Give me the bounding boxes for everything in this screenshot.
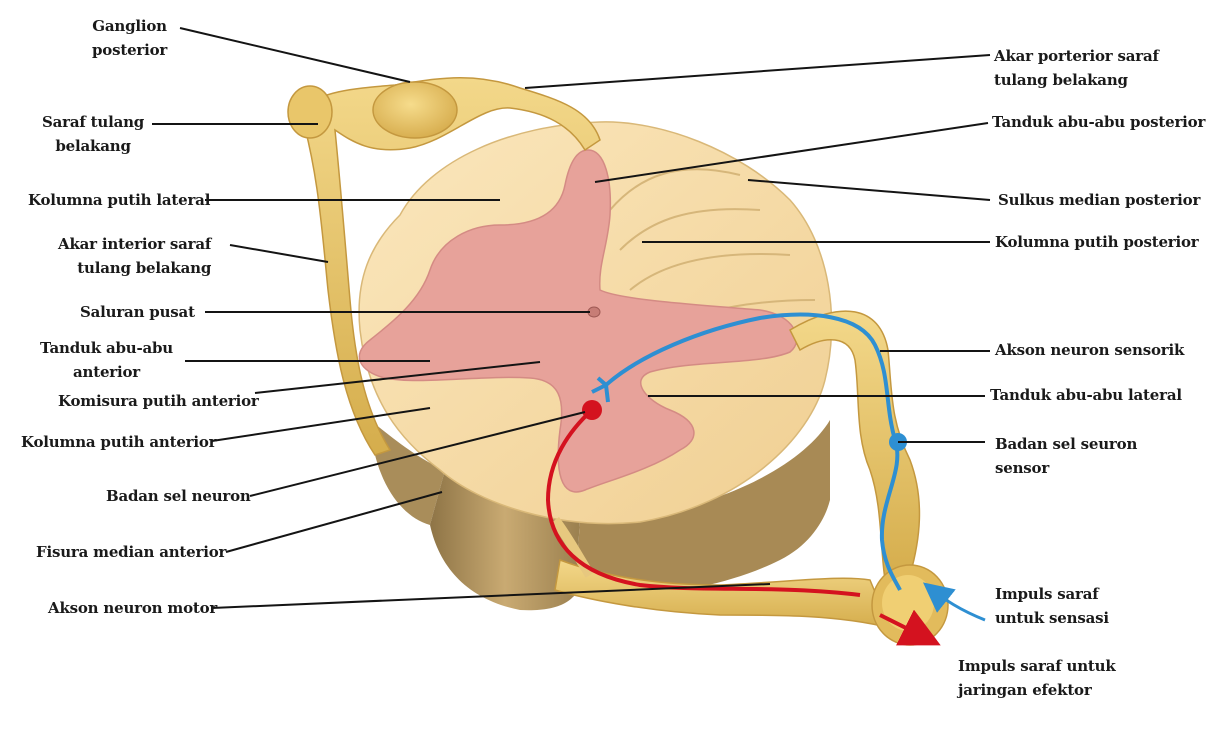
label-sulkus-median-posterior: Sulkus median posterior — [998, 188, 1200, 212]
label-tanduk-abu-lateral: Tanduk abu-abu lateral — [990, 383, 1182, 407]
label-kolumna-putih-lateral: Kolumna putih lateral — [28, 188, 210, 212]
label-impuls-sensasi: Impuls saraf untuk sensasi — [995, 582, 1109, 630]
label-akar-interior: Akar interior saraf tulang belakang — [58, 232, 211, 280]
label-tanduk-abu-posterior: Tanduk abu-abu posterior — [992, 110, 1205, 134]
label-akson-neuron-motor: Akson neuron motor — [48, 596, 217, 620]
label-ganglion-posterior: Ganglion posterior — [92, 14, 167, 62]
label-saluran-pusat: Saluran pusat — [80, 300, 195, 324]
label-komisura-putih-anterior: Komisura putih anterior — [58, 389, 259, 413]
label-badan-sel-seuron-sensor: Badan sel seuron sensor — [995, 432, 1137, 480]
label-badan-sel-neuron: Badan sel neuron — [106, 484, 251, 508]
label-akson-neuron-sensorik: Akson neuron sensorik — [995, 338, 1184, 362]
label-fisura-median-anterior: Fisura median anterior — [36, 540, 226, 564]
label-impuls-efektor: Impuls saraf untuk jaringan efektor — [958, 654, 1116, 702]
label-kolumna-putih-anterior: Kolumna putih anterior — [21, 430, 216, 454]
label-tanduk-abu-anterior: Tanduk abu-abu anterior — [40, 336, 173, 384]
label-kolumna-putih-posterior: Kolumna putih posterior — [995, 230, 1199, 254]
label-akar-porterior: Akar porterior saraf tulang belakang — [994, 44, 1159, 92]
label-saraf-tulang-belakang: Saraf tulang belakang — [42, 110, 144, 158]
